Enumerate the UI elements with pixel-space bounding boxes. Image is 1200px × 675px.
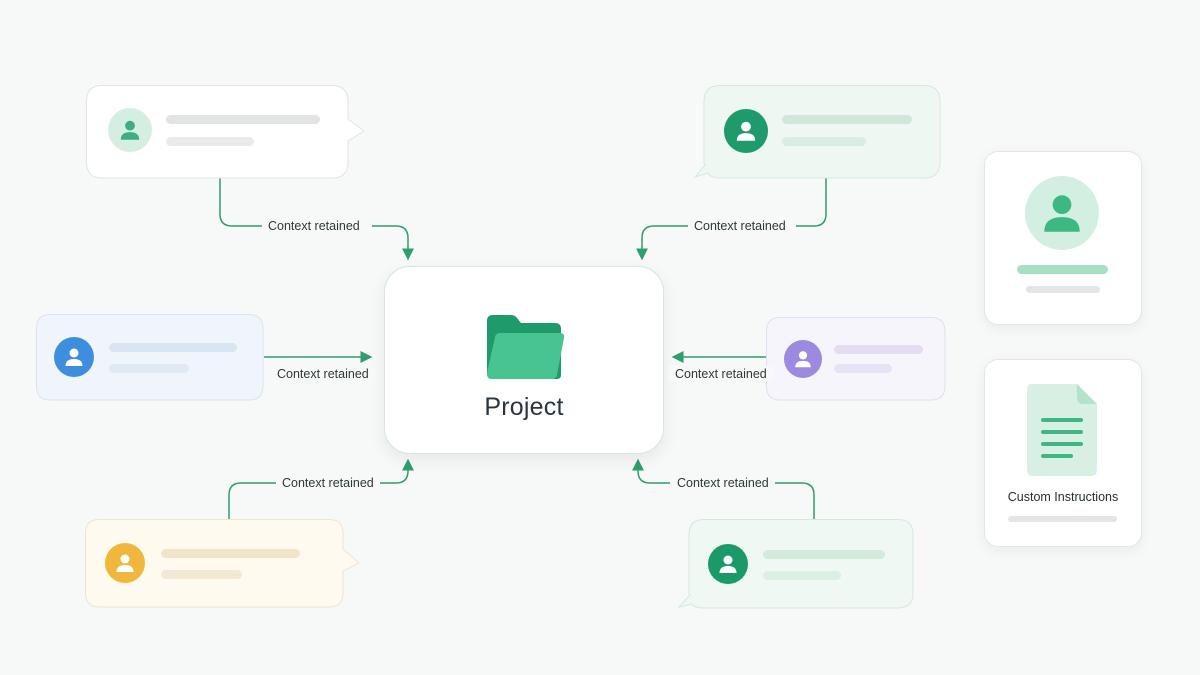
placeholder-line — [161, 549, 300, 558]
connector-label-bottom-right: Context retained — [671, 475, 775, 491]
folder-icon — [487, 315, 565, 379]
chat-bubble-bottom-left — [85, 519, 361, 608]
chat-bubble-mid-left — [36, 314, 264, 401]
placeholder-line — [834, 345, 923, 354]
bubble-outline — [36, 314, 264, 401]
project-title: Project — [484, 393, 564, 421]
profile-card — [984, 151, 1142, 325]
placeholder-line — [1008, 516, 1117, 522]
connector-label-top-right: Context retained — [688, 218, 792, 234]
user-icon — [719, 555, 737, 573]
bubble-outline — [677, 519, 914, 609]
connector-bottom-right — [638, 461, 815, 519]
custom-instructions-title: Custom Instructions — [1007, 490, 1119, 504]
placeholder-line — [109, 364, 189, 373]
placeholder-line — [109, 343, 237, 352]
placeholder-line — [1026, 286, 1100, 293]
placeholder-line — [763, 550, 885, 559]
connector-label-bottom-left: Context retained — [276, 475, 380, 491]
chat-bubble-top-right — [693, 85, 942, 179]
placeholder-line — [161, 570, 242, 579]
connector-top-right — [642, 178, 827, 258]
placeholder-line — [166, 137, 254, 146]
avatar — [105, 543, 145, 583]
bubble-outline — [85, 519, 360, 608]
connector-top-left — [219, 178, 408, 258]
avatar — [724, 109, 768, 153]
placeholder-line — [782, 115, 912, 124]
connector-label-mid-left: Context retained — [271, 366, 375, 382]
user-icon — [65, 348, 83, 366]
chat-bubble-top-left — [86, 85, 366, 179]
project-card: Project — [384, 266, 664, 454]
placeholder-line — [166, 115, 320, 124]
bubble-outline — [86, 85, 365, 179]
user-icon — [1044, 195, 1080, 232]
placeholder-line — [763, 571, 841, 580]
connector-bottom-left — [228, 461, 408, 519]
avatar — [1025, 176, 1099, 250]
connector-label-top-left: Context retained — [262, 218, 366, 234]
chat-bubble-mid-right — [766, 317, 946, 401]
avatar — [108, 108, 152, 152]
user-icon — [116, 554, 134, 572]
custom-instructions-card: Custom Instructions — [984, 359, 1142, 547]
connector-label-mid-right: Context retained — [669, 366, 773, 382]
bubble-outline — [766, 317, 946, 401]
avatar — [784, 340, 822, 378]
placeholder-line — [834, 364, 892, 373]
avatar — [708, 544, 748, 584]
chat-bubble-bottom-right — [677, 519, 914, 609]
placeholder-line — [1017, 265, 1108, 274]
user-icon — [795, 351, 811, 368]
user-icon — [120, 120, 140, 140]
placeholder-line — [782, 137, 866, 146]
bubble-outline — [693, 85, 941, 179]
document-icon — [1027, 384, 1097, 476]
user-icon — [736, 121, 756, 141]
avatar — [54, 337, 94, 377]
